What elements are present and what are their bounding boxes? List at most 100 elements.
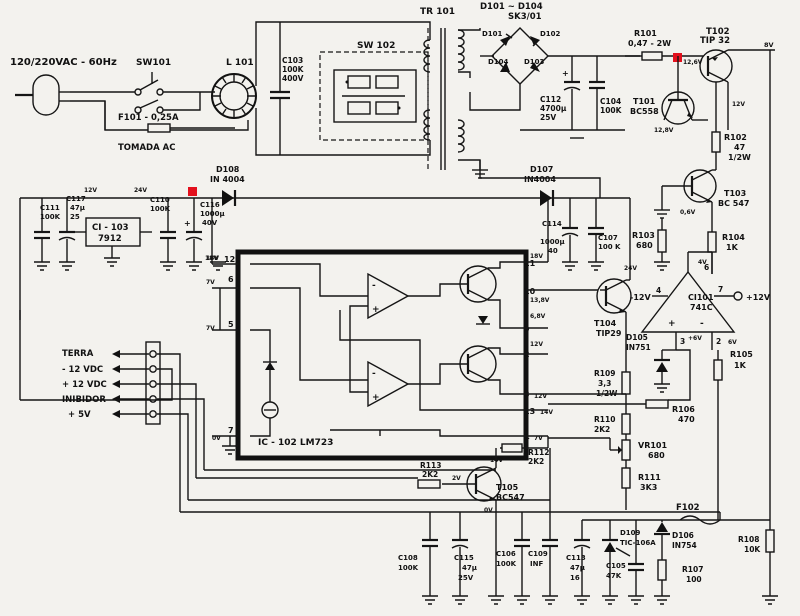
c107-value: 100 K	[598, 243, 621, 251]
c113-value: 47µ	[570, 564, 585, 572]
r113-resistor	[417, 479, 441, 489]
volt-24: 24V	[134, 187, 147, 194]
pin-op2: 2	[716, 337, 721, 346]
d109-ref: D109	[620, 529, 641, 537]
r107-resistor	[657, 559, 667, 581]
pin-op7: 7	[718, 285, 723, 294]
bridge-part: SK3/01	[508, 12, 542, 22]
volt-6: 6V	[728, 339, 737, 346]
volt-24b: 24V	[624, 265, 637, 272]
ground-symbols-left	[34, 257, 226, 271]
r104-value: 1K	[726, 243, 739, 252]
t101-transistor	[661, 56, 708, 125]
volt-o: 0V	[484, 507, 493, 514]
pin-13: 13	[524, 407, 535, 416]
d108-part: IN 4004	[210, 175, 245, 184]
vr101-potentiometer	[621, 439, 631, 461]
tr101-label: TR 101	[420, 7, 455, 17]
ic101-part: 741C	[690, 303, 713, 312]
r103-ref: R103	[632, 231, 655, 240]
d109-scr	[602, 520, 631, 605]
bridge-title: D101 ~ D104	[480, 2, 543, 12]
pin-10: 10	[524, 287, 536, 296]
tr101-transformer	[423, 28, 465, 172]
volt-8v: 8V	[764, 41, 774, 49]
pin-6: 6	[228, 275, 234, 284]
svg-text:-: -	[372, 369, 376, 379]
r104-ref: R104	[722, 233, 745, 242]
c108-ref: C108	[398, 554, 418, 562]
r103-value: 680	[636, 241, 653, 250]
c105-value: 47K	[606, 572, 622, 580]
t104-transistor	[596, 278, 632, 394]
c112-ref: C112	[540, 95, 561, 104]
volt-m12: -12V	[630, 293, 651, 302]
d105-part: IN751	[626, 343, 651, 352]
r108-value: 10K	[744, 545, 761, 554]
c117-voltage: 25	[70, 213, 80, 221]
sw101-label: SW101	[136, 58, 171, 68]
c113-voltage: 16	[570, 574, 580, 582]
vr101-value: 680	[648, 451, 665, 460]
r108-ref: R108	[738, 535, 759, 544]
c103-ref: C103	[282, 56, 303, 65]
volt-12-8: 12,8V	[654, 127, 674, 134]
d108-diode	[222, 190, 237, 206]
volt-12b: 12V	[84, 187, 97, 194]
d109-part: TIC-106A	[620, 539, 656, 547]
c106-ref: C106	[496, 550, 516, 558]
d104-label: D104	[488, 58, 509, 66]
t102-ref: T102	[706, 27, 730, 37]
c115-voltage: 25V	[458, 574, 474, 582]
r105-resistor	[713, 359, 723, 381]
c103-value: 100K	[282, 65, 305, 74]
volt-18c: 18V	[530, 253, 543, 260]
l101-inductor	[211, 73, 257, 119]
t101-ref: T101	[633, 97, 656, 106]
d106-part: IN754	[672, 541, 697, 550]
r103-resistor	[657, 229, 667, 253]
ac-plug	[15, 74, 70, 116]
r108-resistor	[765, 529, 775, 553]
c110-ref: C110	[150, 196, 170, 204]
d105-ref: D105	[626, 333, 648, 342]
r109-resistor	[621, 371, 631, 395]
c111-ref: C111	[40, 204, 60, 212]
r104-resistor	[707, 231, 717, 253]
outlet-label: TOMADA AC	[118, 143, 175, 153]
r110-resistor	[621, 413, 631, 435]
r109-ref: R109	[594, 369, 615, 378]
conn-m12: - 12 VDC	[62, 365, 103, 375]
marker-c116	[188, 187, 197, 196]
d105-diode	[654, 350, 670, 393]
c105-ref: C105	[606, 562, 626, 570]
volt-6-8: 6,8V	[530, 313, 546, 320]
ic102-label: IC - 102 LM723	[258, 438, 333, 448]
volt-2: 2V	[452, 475, 461, 482]
d106-diode	[654, 520, 670, 552]
svg-text:+: +	[668, 319, 676, 329]
volt-p12: +12V	[746, 293, 771, 302]
r110-value: 2K2	[594, 425, 610, 434]
r102-power: 1/2W	[728, 153, 751, 162]
c117-ref: C117	[66, 195, 86, 203]
pin-5: 5	[228, 320, 234, 329]
pin-9: 9	[524, 325, 530, 334]
ic102-internals: - + - +	[250, 261, 526, 437]
conn-terra: TERRA	[62, 349, 94, 359]
d103-label: D103	[524, 58, 545, 66]
pin-12: 12	[224, 255, 235, 264]
t101-part: BC558	[630, 107, 659, 116]
c115-value: 47µ	[462, 564, 477, 572]
svg-text:+: +	[372, 393, 380, 403]
c112-voltage: 25V	[540, 113, 556, 122]
d107-part: IN4004	[524, 175, 556, 184]
bottom-capacitors	[422, 448, 680, 605]
r110-ref: R110	[594, 415, 615, 424]
volt-13: 13,8V	[530, 297, 550, 304]
volt-7: 7V	[206, 279, 215, 286]
c109-ref: C109	[528, 550, 548, 558]
conn-inib: INIBIDOR	[62, 395, 106, 405]
svg-text:+: +	[562, 69, 569, 78]
